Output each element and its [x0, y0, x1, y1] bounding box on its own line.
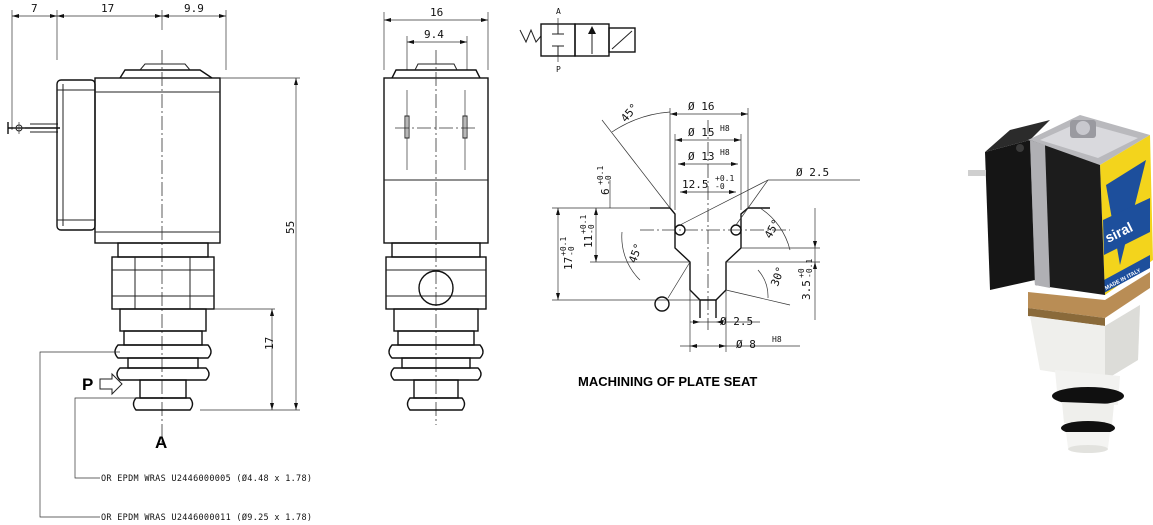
dia-8-tol: H8: [772, 335, 782, 344]
dim-17-tol-bot: -0: [567, 246, 576, 256]
plate-seat-caption: MACHINING OF PLATE SEAT: [578, 374, 757, 389]
angle-45-right: 45°: [762, 217, 783, 241]
symbol-port-p: P: [556, 65, 561, 74]
dia-16: Ø 16: [688, 100, 715, 113]
oring-note-2: OR EPDM WRAS U2446000011 (Ø9.25 x 1.78): [101, 512, 312, 523]
product-photo: siral MADE IN ITALY: [968, 115, 1153, 453]
dim-11: 11: [582, 235, 595, 248]
dim-3-5: 3.5: [800, 280, 813, 300]
dim-55: 55: [284, 221, 297, 234]
dia-13: Ø 13: [688, 150, 715, 163]
side-view: 16 9.4: [383, 6, 489, 425]
front-view: 7 17 9.9: [7, 2, 312, 523]
symbol-port-a: A: [556, 7, 561, 16]
valve-symbol: A P: [519, 7, 636, 74]
dia-12-5-tol-top: +0.1: [715, 174, 734, 183]
dim-17-side: 17: [263, 337, 276, 350]
dia-12-5: 12.5: [682, 178, 709, 191]
dim-9-4: 9.4: [424, 28, 444, 41]
dia-13-tol: H8: [720, 148, 730, 157]
dim-6-tol-bot: -0: [604, 175, 613, 185]
dim-3-5-tol-bot: -0.1: [805, 259, 814, 278]
dia-2-5-bottom: Ø 2.5: [720, 315, 753, 328]
dim-6-tol-top: +0.1: [596, 166, 605, 185]
dim-11-tol-bot: -0: [587, 224, 596, 234]
dim-17: 17: [562, 257, 575, 270]
flow-arrow-icon: [99, 372, 123, 396]
port-p-label: P: [82, 375, 93, 394]
oring-note-1: OR EPDM WRAS U2446000005 (Ø4.48 x 1.78): [101, 473, 312, 484]
dia-15-tol: H8: [720, 124, 730, 133]
dim-17-top: 17: [101, 2, 114, 15]
plate-seat-drawing: Ø 16 Ø 15 H8 Ø 13 H8 12.5 +0.1 -0 45°: [552, 100, 860, 389]
angle-30: 30°: [768, 265, 787, 288]
dia-15: Ø 15: [688, 126, 715, 139]
dim-16: 16: [430, 6, 443, 19]
dim-3-5-tol-top: +0: [797, 268, 806, 278]
dim-7: 7: [31, 2, 38, 15]
dim-11-tol-top: +0.1: [579, 215, 588, 234]
angle-45-top: 45°: [618, 101, 641, 125]
dim-17-tol-top: +0.1: [559, 237, 568, 256]
dia-8: Ø 8: [736, 338, 756, 351]
port-a-label: A: [155, 433, 167, 452]
dim-9-9: 9.9: [184, 2, 204, 15]
dim-6: 6: [599, 188, 612, 195]
angle-45-left: 45°: [626, 242, 645, 265]
dia-2-5-top: Ø 2.5: [796, 166, 829, 179]
dia-12-5-tol-bot: -0: [715, 182, 725, 191]
